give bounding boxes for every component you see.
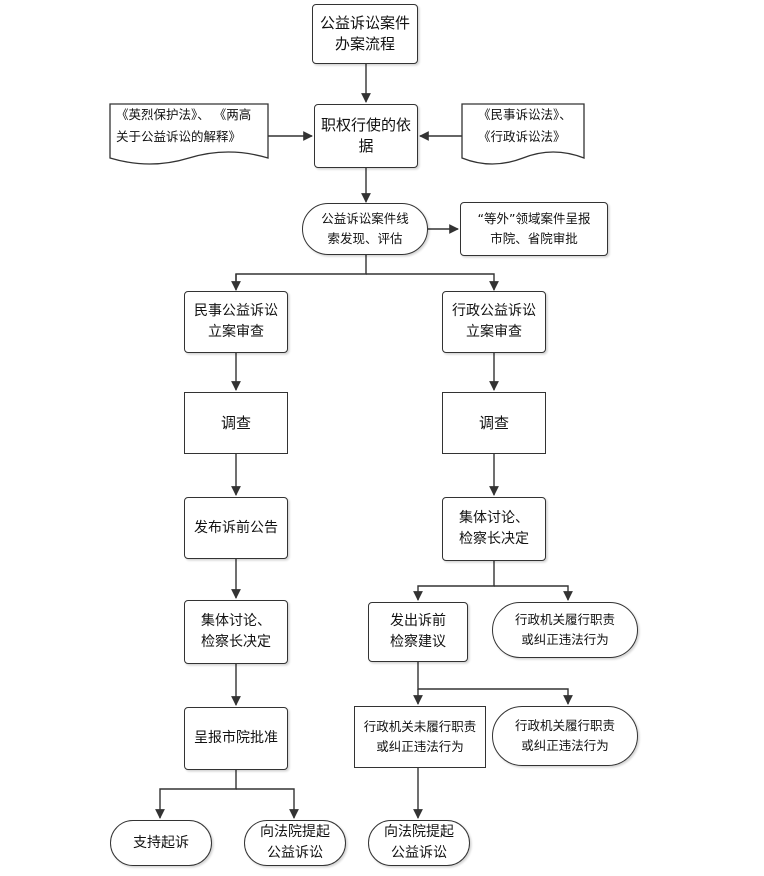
node-civil-support: 支持起诉 — [110, 820, 212, 866]
node-doc-right: 《民事诉讼法》、 《行政诉讼法》 — [478, 107, 572, 144]
node-admin-suggest: 发出诉前 检察建议 — [368, 602, 468, 662]
connector-civil-report-split — [155, 770, 237, 819]
connector-clue-split — [235, 255, 367, 288]
doc-shape-left — [109, 103, 269, 165]
node-doc-left: 《英烈保护法》、 《两高 关于公益诉讼的解释》 — [116, 107, 252, 144]
doc-shape-right — [461, 103, 585, 165]
node-civil-review: 民事公益诉讼 立案审查 — [184, 291, 288, 353]
node-clue: 公益诉讼案件线 索发现、评估 — [302, 203, 428, 255]
node-basis: 职权行使的依据 — [314, 104, 418, 168]
node-title: 公益诉讼案件 办案流程 — [312, 4, 418, 64]
node-admin-review: 行政公益诉讼 立案审查 — [442, 291, 546, 353]
connector-admin-discuss-split — [413, 561, 495, 601]
node-admin-not-fulfill: 行政机关未履行职责 或纠正违法行为 — [354, 706, 486, 768]
node-civil-sue: 向法院提起 公益诉讼 — [244, 820, 346, 866]
node-admin-investigate: 调查 — [442, 392, 546, 454]
connector-admin-discuss-right — [494, 585, 573, 601]
node-admin-sue: 向法院提起 公益诉讼 — [368, 820, 470, 866]
node-admin-discuss: 集体讨论、 检察长决定 — [442, 497, 546, 561]
connector-admin-suggest-split — [417, 662, 573, 705]
node-admin-fulfill-2: 行政机关履行职责 或纠正违法行为 — [492, 706, 638, 766]
node-civil-notice: 发布诉前公告 — [184, 497, 288, 559]
node-civil-discuss: 集体讨论、 检察长决定 — [184, 600, 288, 664]
node-civil-investigate: 调查 — [184, 392, 288, 454]
connector-split-right — [366, 273, 499, 291]
node-admin-fulfill-1: 行政机关履行职责 或纠正违法行为 — [492, 602, 638, 658]
connector-civil-report-right — [236, 788, 299, 819]
node-dengwai: “等外”领域案件呈报 市院、省院审批 — [460, 202, 608, 256]
node-civil-report: 呈报市院批准 — [184, 707, 288, 770]
